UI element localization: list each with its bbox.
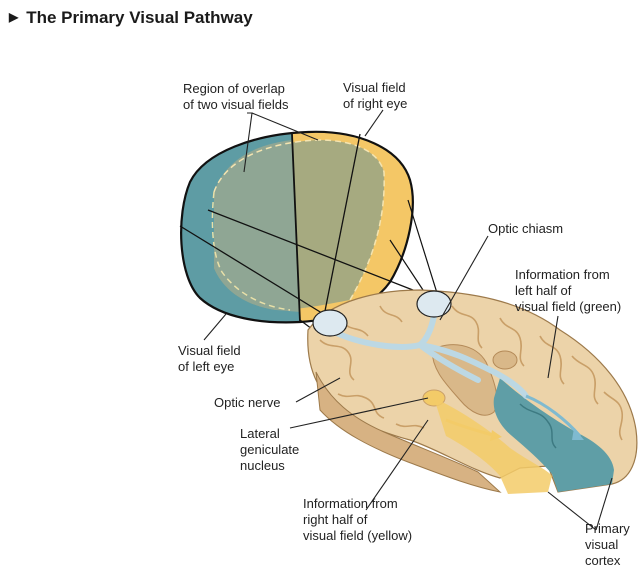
left-eye [313,310,347,336]
label-optic-nerve: Optic nerve [214,395,280,411]
label-right-eye-field: Visual field of right eye [343,80,407,112]
label-info-right-half: Information from right half of visual fi… [303,496,412,544]
label-optic-chiasm: Optic chiasm [488,221,563,237]
brain-section [308,290,637,494]
label-left-eye-field: Visual field of left eye [178,343,241,375]
label-primary-visual-cortex: Primary visual cortex [585,521,630,569]
label-overlap-region: Region of overlap of two visual fields [183,81,289,113]
label-lateral-geniculate-nucleus: Lateral geniculate nucleus [240,426,299,474]
right-eye [417,291,451,317]
label-info-left-half: Information from left half of visual fie… [515,267,621,315]
